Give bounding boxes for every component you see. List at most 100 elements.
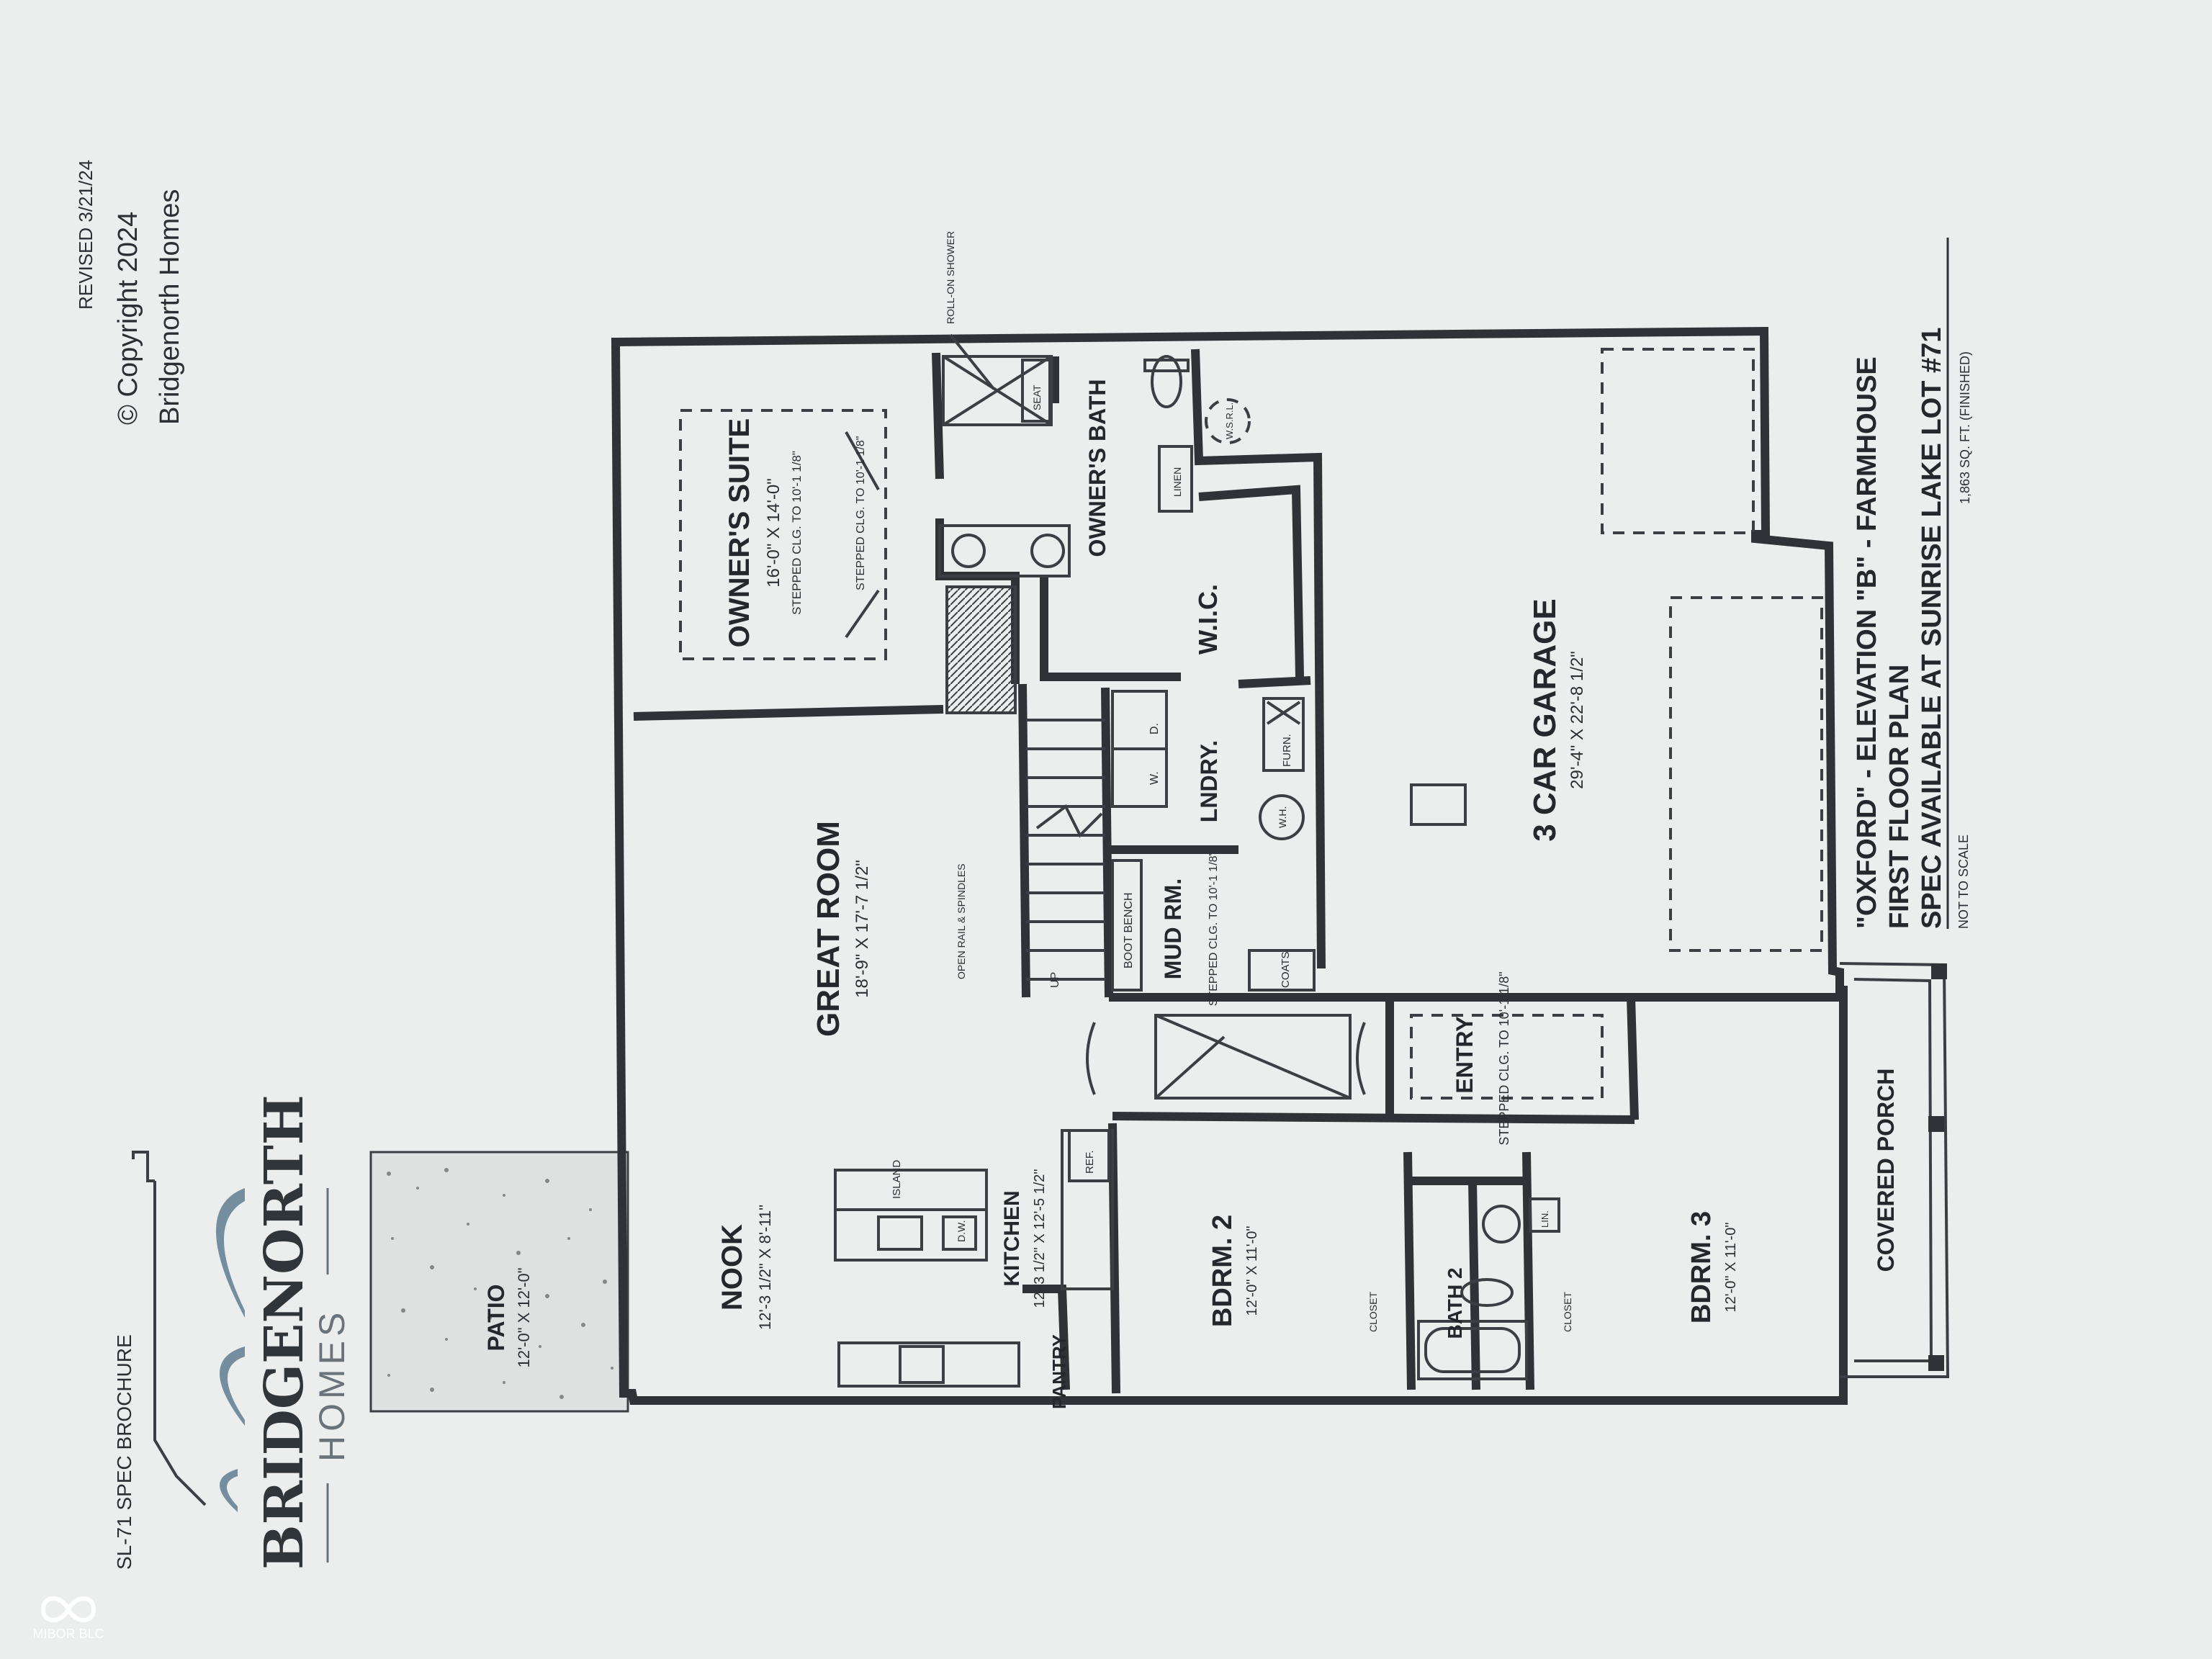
bath2-label: BATH 2	[1444, 1267, 1466, 1339]
revised-label: REVISED 3/21/24	[75, 160, 96, 310]
svg-text:HOMES: HOMES	[312, 1308, 352, 1462]
svg-text:PATIO: PATIO	[483, 1284, 509, 1351]
owners-suite-label: OWNER'S SUITE	[724, 418, 755, 647]
svg-text:BRIDGENORTH: BRIDGENORTH	[253, 1094, 315, 1570]
furnace-unit	[1262, 697, 1305, 772]
owners-suite-ceiling: STEPPED CLG. TO 10'-1 1/8"	[790, 451, 804, 615]
svg-text:STEPPED CLG. TO 10'-1 1/8": STEPPED CLG. TO 10'-1 1/8"	[790, 451, 804, 615]
svg-text:16'-0" X 14'-0": 16'-0" X 14'-0"	[764, 478, 783, 588]
svg-text:STEPPED CLG. TO 10'-1 1/8": STEPPED CLG. TO 10'-1 1/8"	[1497, 971, 1511, 1145]
water-heater-label: W.H.	[1277, 806, 1288, 828]
covered-porch-label: COVERED PORCH	[1873, 1069, 1899, 1272]
svg-text:GREAT ROOM: GREAT ROOM	[811, 821, 846, 1037]
mud-room-label: MUD RM.	[1160, 878, 1186, 979]
wsrl-label: W.S.R.L.	[1224, 403, 1235, 439]
seat-label: SEAT	[1031, 385, 1043, 410]
svg-text:W.S.R.L.: W.S.R.L.	[1224, 403, 1235, 439]
svg-text:STEPPED CLG. TO 10'-1 1/8": STEPPED CLG. TO 10'-1 1/8"	[1208, 852, 1220, 1006]
svg-text:BDRM. 3: BDRM. 3	[1686, 1211, 1717, 1323]
nook-label: NOOK	[716, 1224, 748, 1310]
roll-on-shower-note: ROLL-ON SHOWER	[945, 231, 956, 324]
svg-text:18'-9" X 17'-7 1/2": 18'-9" X 17'-7 1/2"	[853, 860, 872, 998]
svg-text:12'-0" X 11'-0": 12'-0" X 11'-0"	[1723, 1223, 1739, 1313]
owners-suite-ceiling-outline	[679, 409, 887, 660]
svg-text:PANTRY: PANTRY	[1048, 1334, 1070, 1409]
kitchen-dims: 12'-3 1/2" X 12'-5 1/2"	[1032, 1169, 1048, 1308]
svg-text:29'-4" X 22'-8 1/2": 29'-4" X 22'-8 1/2"	[1568, 651, 1587, 789]
title-line-1: "OXFORD" - ELEVATION "B" - FARMHOUSE	[1852, 356, 1882, 929]
svg-text:UP: UP	[1049, 972, 1061, 988]
furnace-label: FURN.	[1281, 734, 1293, 767]
title-line-3: SPEC AVAILABLE AT SUNRISE LAKE LOT #71	[1917, 328, 1947, 929]
svg-text:ENTRY: ENTRY	[1452, 1016, 1478, 1093]
kitchen-island	[834, 1169, 988, 1262]
patio-area	[369, 1151, 629, 1413]
owners-vanity	[938, 524, 1071, 577]
boot-bench	[1111, 859, 1143, 992]
bath2-toilet	[1460, 1278, 1514, 1307]
bridgenorth-logo-mark	[132, 1151, 245, 1512]
svg-text:© Copyright 2024: © Copyright 2024	[113, 212, 143, 425]
garage-label: 3 CAR GARAGE	[1527, 598, 1563, 841]
svg-text:"OXFORD" - ELEVATION "B" - FAR: "OXFORD" - ELEVATION "B" - FARMHOUSE	[1852, 356, 1882, 929]
water-heater-icon	[1259, 794, 1305, 840]
garage-door-1	[1601, 348, 1755, 534]
entry-label: ENTRY	[1452, 1016, 1478, 1093]
svg-text:OWNER'S BATH: OWNER'S BATH	[1084, 379, 1110, 557]
fireplace	[945, 585, 1017, 714]
infinity-logo-icon	[40, 1596, 96, 1622]
linen-closet	[1158, 445, 1193, 513]
coats-label: COATS	[1280, 951, 1292, 988]
not-to-scale-label: NOT TO SCALE	[1956, 835, 1971, 929]
sink-icon	[1030, 534, 1065, 568]
svg-text:KITCHEN: KITCHEN	[1000, 1190, 1024, 1286]
island-sink	[877, 1215, 923, 1251]
svg-text:STEPPED CLG. TO 10'-1 1/8": STEPPED CLG. TO 10'-1 1/8"	[855, 436, 867, 590]
garage-floor-drain	[1410, 783, 1467, 826]
range-top	[899, 1345, 945, 1384]
toilet-icon	[1151, 355, 1182, 408]
bedroom2-label: BDRM. 2	[1208, 1215, 1238, 1327]
bath2-sink	[1482, 1205, 1521, 1244]
patio-name: PATIO	[483, 1284, 509, 1351]
svg-text:BATH 2: BATH 2	[1444, 1267, 1466, 1339]
svg-text:FIRST FLOOR PLAN: FIRST FLOOR PLAN	[1884, 665, 1915, 929]
island-label: ISLAND	[891, 1160, 903, 1199]
patio-dims: 12'-0" X 12'-0"	[515, 1268, 533, 1368]
stair-treads	[1026, 719, 1105, 981]
washer-label: W.	[1148, 771, 1161, 785]
dw-label: D.W.	[956, 1220, 967, 1242]
kitchen-counter	[837, 1341, 1020, 1388]
svg-text:12'-3 1/2" X 8'-11": 12'-3 1/2" X 8'-11"	[756, 1205, 774, 1330]
brochure-label: SL-71 SPEC BROCHURE	[113, 1334, 135, 1570]
sqft-label: 1,863 SQ. FT. (FINISHED)	[1958, 351, 1972, 504]
bathtub	[1417, 1320, 1528, 1380]
svg-text:D.: D.	[1148, 723, 1161, 734]
copyright-label: © Copyright 2024	[113, 212, 143, 425]
svg-text:SL-71 SPEC BROCHURE: SL-71 SPEC BROCHURE	[113, 1334, 135, 1570]
logo-sub-text: HOMES	[312, 1308, 352, 1462]
suite-stepped-clg-note: STEPPED CLG. TO 10'-1 1/8"	[855, 436, 867, 590]
patio-texture	[387, 1168, 613, 1399]
svg-text:W.: W.	[1148, 771, 1161, 785]
interior-walls	[633, 349, 1840, 1394]
bedroom3-dims: 12'-0" X 11'-0"	[1723, 1223, 1739, 1313]
svg-text:NOOK: NOOK	[716, 1224, 748, 1310]
shower-seat	[1021, 359, 1051, 423]
coats-closet	[1248, 949, 1316, 992]
bedroom3-label: BDRM. 3	[1686, 1211, 1717, 1323]
svg-text:NOT TO SCALE: NOT TO SCALE	[1956, 835, 1971, 929]
svg-text:MUD RM.: MUD RM.	[1160, 878, 1186, 979]
svg-text:OWNER'S SUITE: OWNER'S SUITE	[724, 418, 755, 647]
boot-bench-label: BOOT BENCH	[1123, 893, 1135, 969]
washer-unit	[1111, 747, 1168, 808]
svg-text:12'-0" X 12'-0": 12'-0" X 12'-0"	[515, 1268, 533, 1368]
linen-closet-2	[1529, 1197, 1560, 1233]
svg-text:LINEN: LINEN	[1172, 467, 1183, 497]
svg-text:BOOT BENCH: BOOT BENCH	[1123, 893, 1135, 969]
svg-text:3 CAR GARAGE: 3 CAR GARAGE	[1527, 598, 1563, 841]
svg-text:OPEN RAIL & SPINDLES: OPEN RAIL & SPINDLES	[956, 863, 967, 979]
svg-text:ISLAND: ISLAND	[891, 1160, 903, 1199]
svg-text:COVERED PORCH: COVERED PORCH	[1873, 1069, 1899, 1272]
